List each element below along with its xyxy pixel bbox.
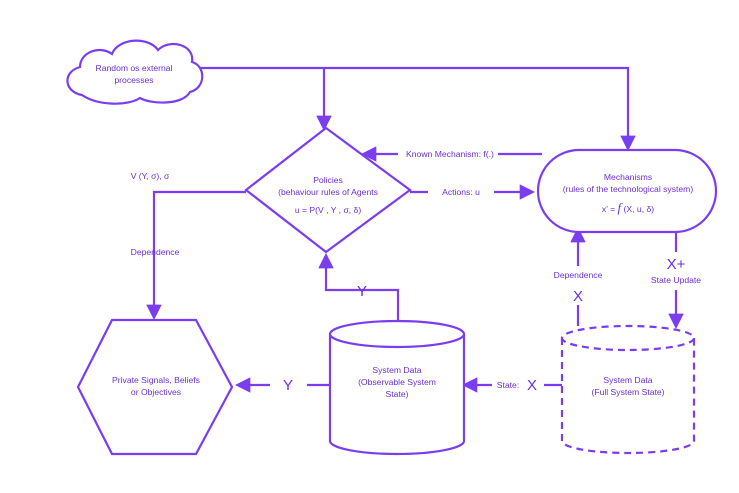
external-line-1: Random os external <box>96 63 173 73</box>
x-plus-label: X+ <box>667 256 686 273</box>
policies-diamond <box>244 126 412 254</box>
dependence-right-label: Dependence <box>554 270 603 280</box>
full-data-cylinder <box>560 324 696 455</box>
state-label: State: <box>497 380 519 390</box>
private-signals-hexagon <box>76 318 234 456</box>
dependence-left-arrow <box>146 190 246 321</box>
full-line-1: System Data <box>603 375 652 385</box>
known-mechanism-label: Known Mechanism: f(.) <box>406 149 494 159</box>
v-label: V (Y, σ), σ <box>131 171 170 181</box>
dependence-left-label: Dependence <box>131 247 180 257</box>
x-upper-label: X <box>573 288 583 305</box>
state-x-label: X <box>527 377 537 394</box>
external-processes-cloud <box>66 39 204 105</box>
mechanisms-box <box>536 148 718 234</box>
external-to-mechanisms-arrow <box>198 66 636 152</box>
policies-line-2: (behaviour rules of Agents <box>278 187 378 197</box>
mechanisms-line-1: Mechanisms <box>604 172 652 182</box>
private-line-1: Private Signals, Beliefs <box>112 375 200 385</box>
state-update-label: State Update <box>651 275 701 285</box>
mechanisms-formula: x’ = f (X, u, δ) <box>602 200 654 215</box>
y-left-label: Y <box>283 377 293 394</box>
observable-to-policies-arrow <box>318 252 400 321</box>
observable-line-3: State) <box>386 389 409 399</box>
policies-formula: u = P(V , Y , σ, δ) <box>295 205 362 215</box>
mechanisms-line-2: (rules of the technological system) <box>563 184 694 194</box>
external-line-2: processes <box>114 75 153 85</box>
actions-label: Actions: u <box>442 187 480 197</box>
y-top-label: Y <box>357 283 367 300</box>
observable-line-2: (Observable System <box>358 377 436 387</box>
policies-line-1: Policies <box>313 175 343 185</box>
private-line-2: or Objectives <box>131 387 181 397</box>
observable-data-cylinder <box>328 319 466 456</box>
observable-line-1: System Data <box>372 365 421 375</box>
full-line-2: (Full System State) <box>591 387 664 397</box>
